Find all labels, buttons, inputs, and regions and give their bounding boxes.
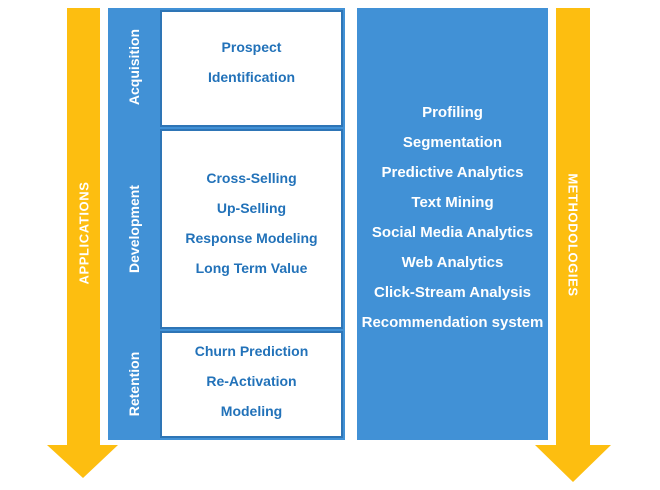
applications-arrow-label: APPLICATIONS [76,181,92,285]
methodologies-arrow [535,8,611,482]
retention-box: Churn Prediction Re-Activation Modeling [160,331,343,438]
methodology-item: Recommendation system [361,314,544,331]
application-item: Cross-Selling [206,170,297,186]
application-item: Prospect [221,38,282,55]
methodology-item: Predictive Analytics [381,164,524,181]
methodologies-arrow-shape [535,8,611,482]
application-item: Response Modeling [185,230,318,246]
row-label-retention: Retention [126,351,142,417]
application-item: Identification [207,68,296,85]
application-item: Up-Selling [216,200,287,216]
methodology-item: Web Analytics [401,254,504,271]
methodology-item: Click-Stream Analysis [373,284,532,301]
methodology-item: Text Mining [411,194,494,211]
application-item: Churn Prediction [194,342,309,359]
application-item: Re-Activation [206,372,297,389]
methodology-item: Profiling [422,104,483,121]
applications-arrow [47,8,118,478]
acquisition-box: Prospect Identification [160,10,343,127]
methodologies-arrow-label: METHODOLOGIES [565,173,581,297]
application-item: Long Term Value [195,260,308,276]
development-box: Cross-Selling Up-Selling Response Modeli… [160,129,343,329]
applications-arrow-shape [47,8,118,478]
application-item: Modeling [220,402,283,419]
methodologies-panel: Profiling Segmentation Predictive Analyt… [357,8,548,440]
row-label-acquisition: Acquisition [126,28,142,106]
methodology-item: Social Media Analytics [371,224,534,241]
row-label-development: Development [126,185,142,273]
methodology-item: Segmentation [402,134,503,151]
